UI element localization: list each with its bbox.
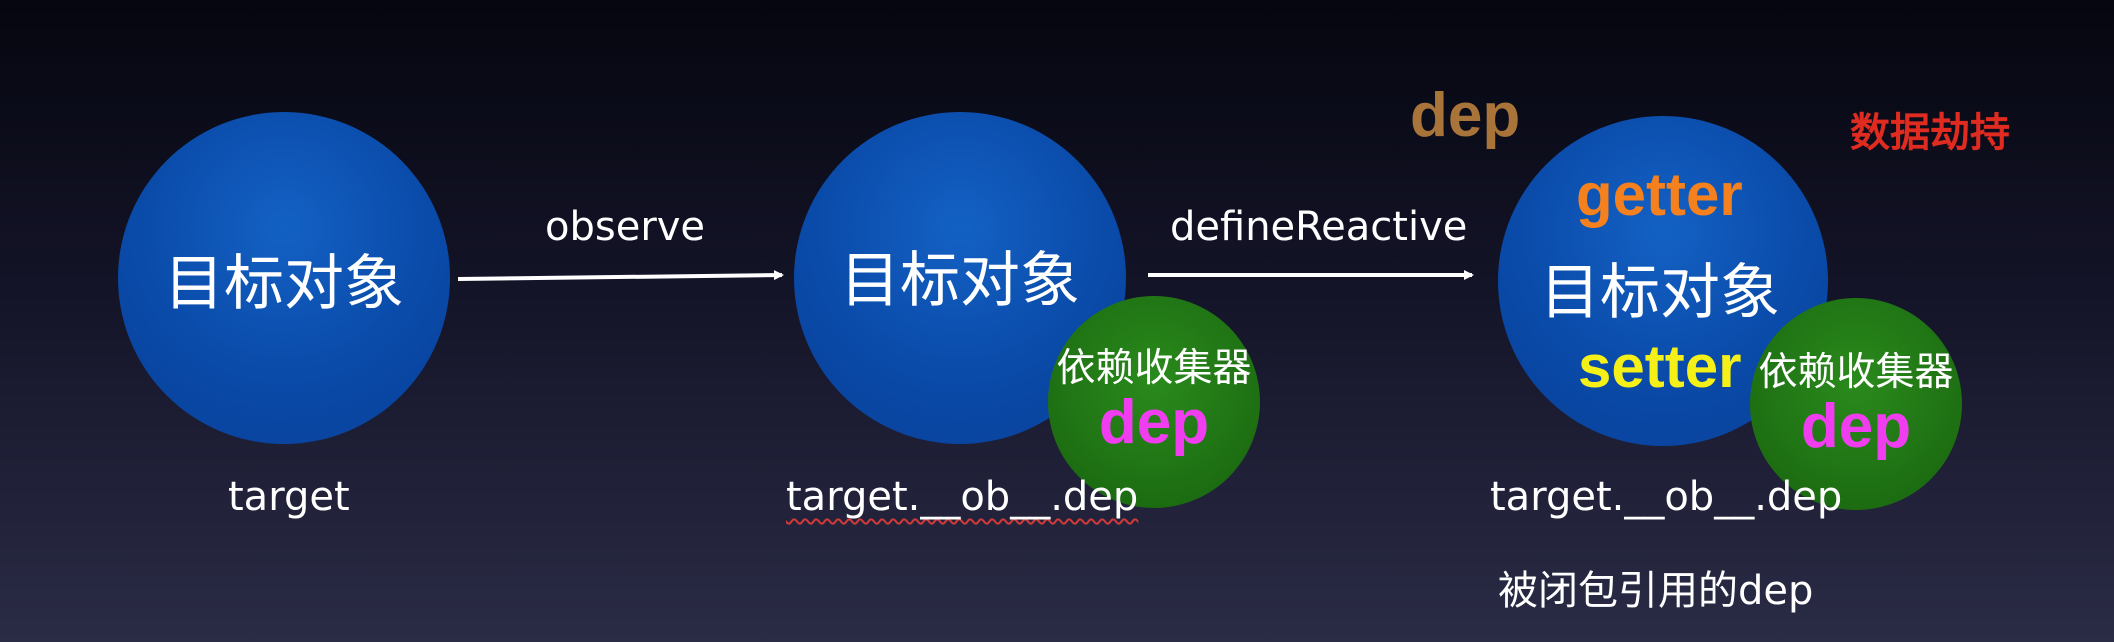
- observe-label: observe: [545, 204, 706, 250]
- target-caption: target: [228, 474, 350, 520]
- dep-collector-dep-3: dep: [1800, 391, 1912, 461]
- top-dep-label: dep: [1410, 81, 1521, 150]
- target-object-circle-2: 目标对象: [794, 112, 1126, 444]
- dep-collector-circle-3: 依赖收集器 dep: [1750, 298, 1962, 510]
- closure-dep-caption: 被闭包引用的dep: [1498, 568, 1814, 614]
- dep-collector-dep-2: dep: [1098, 387, 1210, 457]
- setter-label: setter: [1578, 333, 1742, 400]
- getter-label: getter: [1576, 161, 1743, 228]
- target-object-text-1: 目标对象: [164, 248, 404, 319]
- dep-collector-circle-2: 依赖收集器 dep: [1048, 296, 1260, 508]
- dep-collector-text-3: 依赖收集器: [1758, 349, 1954, 395]
- dep-collector-text-2: 依赖收集器: [1056, 345, 1252, 391]
- target-ob-dep-caption-2: target.__ob__.dep: [786, 474, 1139, 520]
- observe-arrow: [457, 270, 784, 281]
- target-object-text-3: 目标对象: [1540, 258, 1780, 328]
- target-ob-dep-caption-3: target.__ob__.dep: [1490, 474, 1843, 520]
- target-object-text-2: 目标对象: [840, 245, 1080, 316]
- target-object-circle-1: 目标对象: [118, 112, 450, 444]
- define-reactive-label: defineReactive: [1170, 204, 1468, 250]
- data-hijack-label: 数据劫持: [1850, 110, 2010, 156]
